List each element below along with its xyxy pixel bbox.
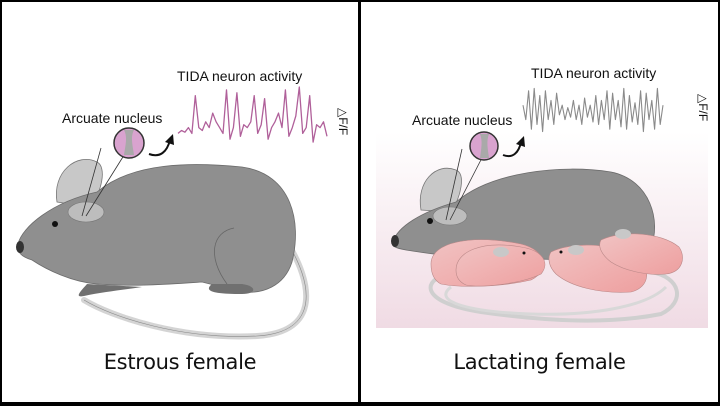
panel-estrous-female: TIDA neuron activity Arcuate nucleus △F/…	[2, 2, 358, 402]
dff-axis-label: △F/F	[696, 94, 710, 122]
dff-axis-label: △F/F	[336, 108, 350, 136]
front-foot	[78, 284, 142, 297]
pup-tails	[428, 270, 679, 323]
pup-2	[455, 244, 546, 287]
trace-title: TIDA neuron activity	[531, 65, 657, 81]
mouse-eye	[427, 218, 433, 224]
estrous-illustration	[16, 86, 328, 340]
trace-title: TIDA neuron activity	[177, 68, 303, 84]
trace-left	[177, 86, 328, 143]
caption: Estrous female	[103, 350, 257, 374]
mouse-nose	[16, 241, 24, 253]
cranial-window	[432, 206, 468, 226]
caption: Lactating female	[453, 350, 626, 374]
lactating-illustration	[376, 87, 708, 328]
mouse-nose	[391, 235, 399, 247]
mouse-eye	[52, 221, 58, 227]
panel-lactating-female: TIDA neuron activity Arcuate nucleus △F/…	[361, 2, 718, 402]
pup-4	[599, 229, 683, 275]
trace-right	[522, 87, 664, 133]
nucleus-label: Arcuate nucleus	[62, 110, 163, 126]
nucleus-label: Arcuate nucleus	[412, 112, 513, 128]
hind-foot	[208, 284, 254, 294]
cranial-window	[67, 201, 105, 223]
